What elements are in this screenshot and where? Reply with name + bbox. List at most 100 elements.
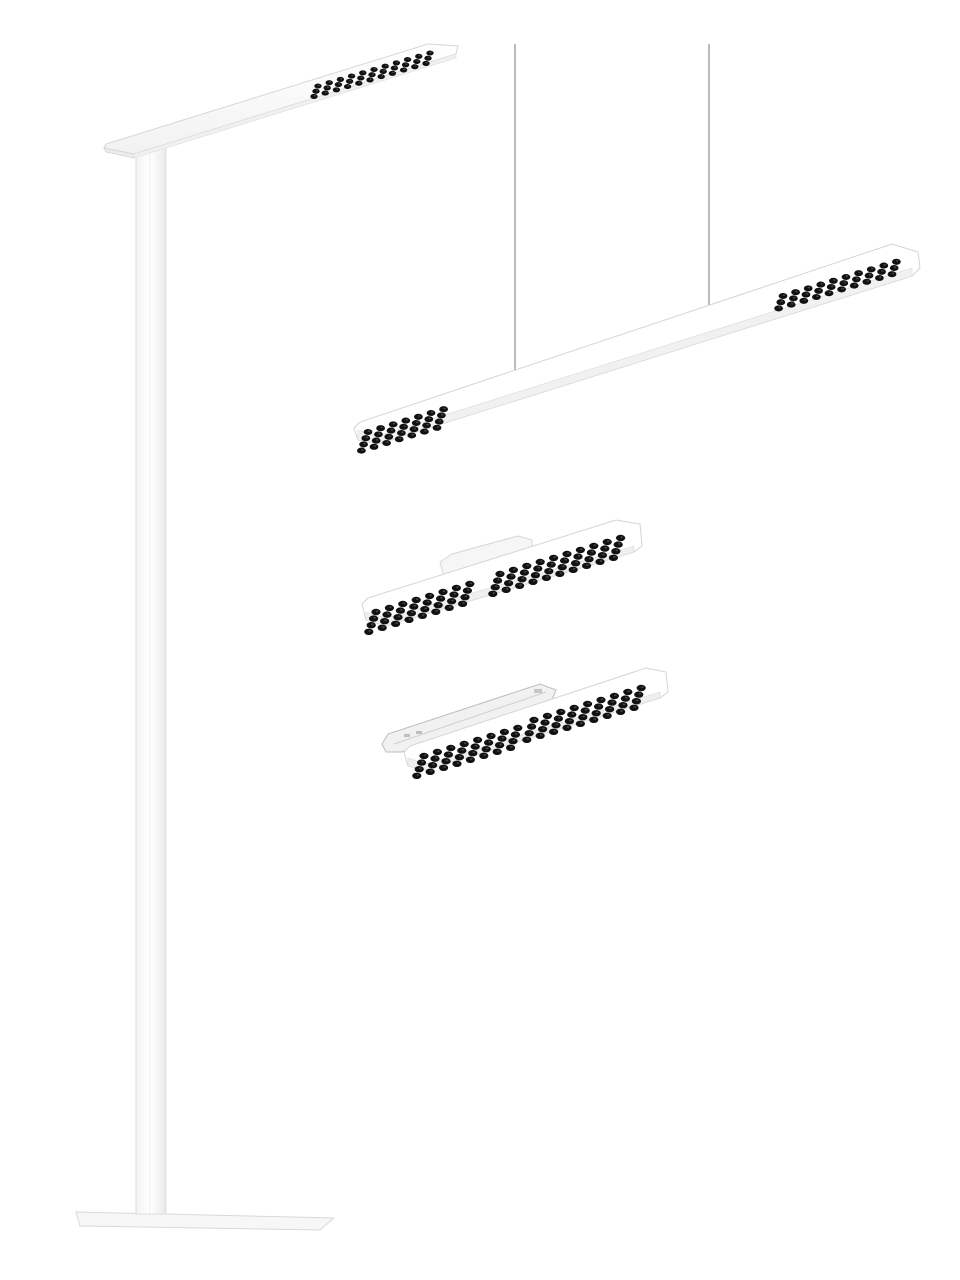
lens-highlight [807,286,811,289]
recessed-lens-array-right [522,684,646,743]
lens-highlight [499,743,502,746]
lens [336,76,345,82]
lens [522,736,532,743]
lens [493,577,503,584]
lens-highlight [386,441,389,444]
floor-lamp-lens-array [310,50,434,99]
lens-highlight [441,413,444,416]
lens [434,418,444,425]
lens [310,93,318,99]
lens-highlight [526,738,530,740]
lens-highlight [588,557,592,560]
lens [776,299,786,306]
lens-highlight [803,299,807,301]
lens [357,75,365,81]
lens [393,614,403,621]
lens-highlight [429,51,432,54]
lens [430,755,440,762]
lens-highlight [326,86,330,88]
lens [540,719,550,726]
lens-highlight [375,439,379,441]
lens [778,292,788,300]
lens [424,416,434,423]
lens-highlight [358,81,361,84]
lens [468,750,478,757]
lens-highlight [828,291,832,294]
lens [789,295,798,302]
lens [607,699,617,706]
lens [605,706,615,713]
lens-highlight [535,573,538,576]
lens-highlight [580,548,583,551]
lens [578,714,588,721]
lens [398,600,408,608]
lens-highlight [445,759,449,762]
lens [774,305,783,312]
lens [522,562,532,570]
lens [399,67,408,73]
lens-highlight [396,61,399,63]
lens [553,715,564,722]
lens-highlight [324,91,328,94]
surface-lens-array-left [364,580,475,635]
lens-highlight [392,71,395,74]
lens-highlight [891,272,895,275]
pendant-lens-array-right [774,258,901,312]
lens-highlight [470,758,473,760]
lens-highlight [414,65,417,67]
lens [332,87,341,93]
lens [388,70,397,76]
lens-highlight [856,277,859,280]
lens-highlight [582,715,586,718]
lens-highlight [394,66,397,69]
lens [420,606,430,613]
lens-highlight [429,770,433,772]
lens-highlight [384,64,388,67]
lens-highlight [443,407,446,410]
lens-highlight [636,699,639,702]
lens [634,691,644,698]
lens-highlight [539,734,543,736]
lens-highlight [483,754,487,756]
lens [366,622,376,629]
lens [465,580,475,588]
lens [535,558,545,566]
lens [425,768,435,775]
lens-highlight [435,610,439,612]
lens-highlight [782,294,786,297]
lens-highlight [418,767,422,770]
lens [892,258,901,265]
lens-highlight [528,731,532,734]
lens-highlight [532,580,536,582]
lens-highlight [515,732,518,735]
lens-highlight [573,706,577,709]
lens [359,70,367,76]
lens [444,604,454,611]
lens [852,276,861,283]
lens-highlight [544,720,548,723]
lens-highlight [338,83,341,85]
lens [413,58,421,65]
lens [501,586,511,593]
lens-highlight [401,431,404,434]
lens [369,443,379,450]
lens-highlight [424,430,427,432]
lens-highlight [450,746,454,749]
lens-highlight [398,437,402,440]
lens-highlight [380,75,384,77]
lens [586,549,597,556]
lens-highlight [492,592,496,594]
lens [839,280,849,287]
lens-highlight [505,588,509,590]
lens-highlight [437,603,441,606]
lens-highlight [622,703,626,706]
lens-highlight [340,78,343,80]
lens [345,78,354,84]
lens-highlight [858,271,861,274]
lens [377,74,385,80]
lens-highlight [440,596,443,599]
lens-highlight [595,711,599,714]
lens [602,712,612,719]
lens [596,696,606,704]
lens-highlight [405,63,408,65]
